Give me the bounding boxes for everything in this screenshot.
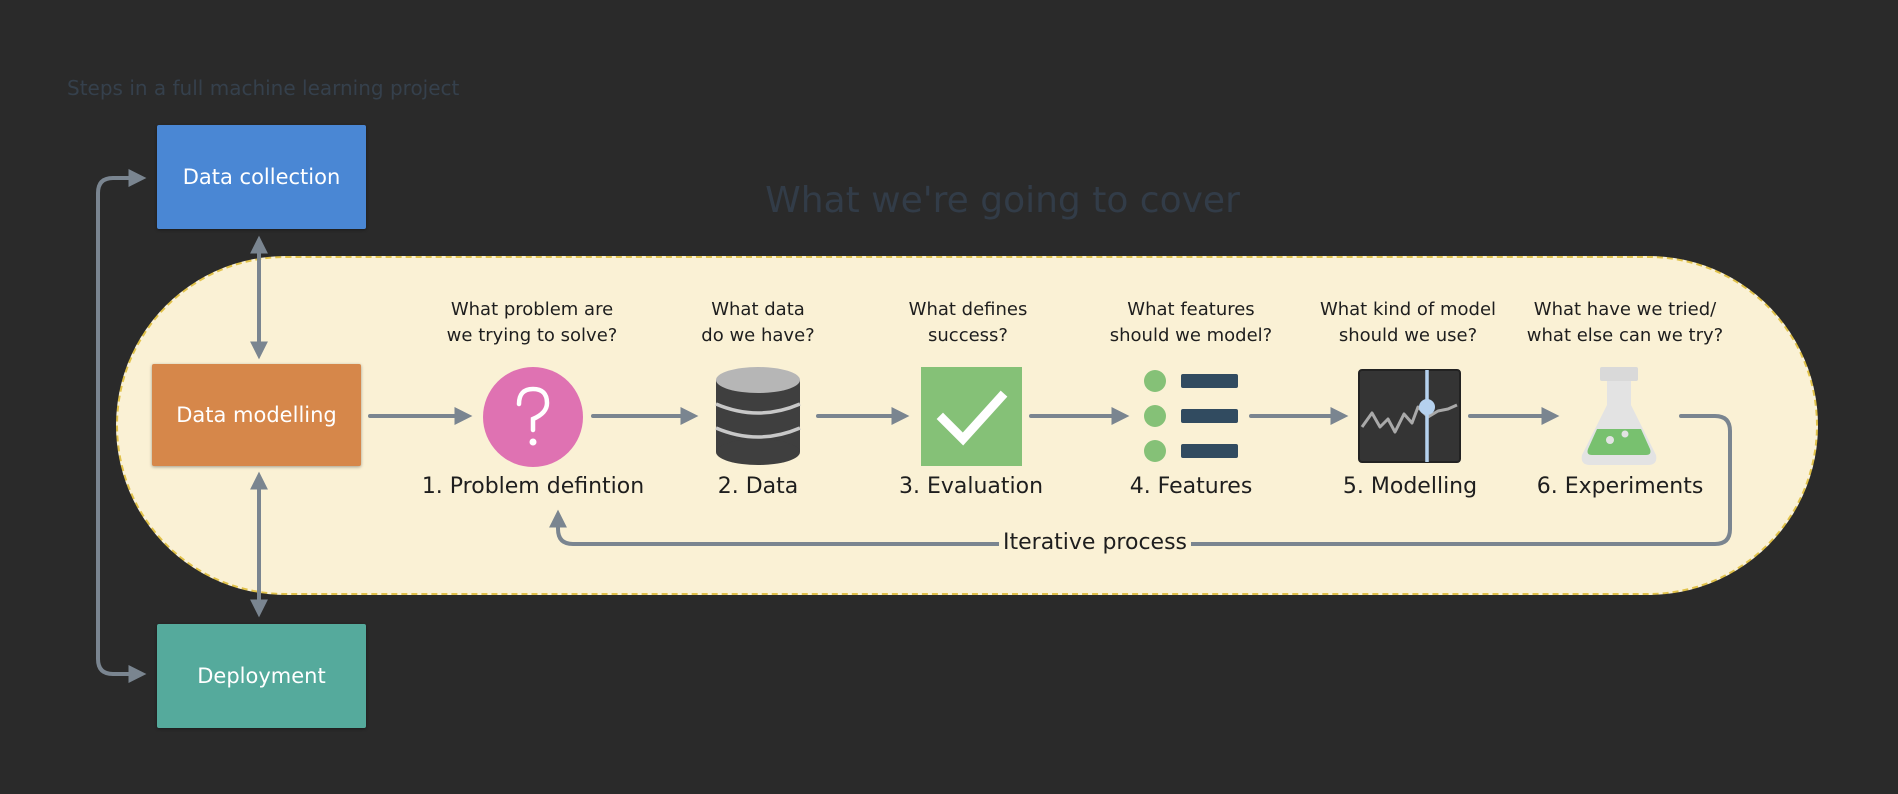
step5-label: 5. Modelling [1342, 474, 1478, 499]
deployment-box: Deployment [157, 624, 366, 728]
checkmark-icon [921, 367, 1022, 466]
step3-question: What defines success? [908, 299, 1028, 346]
step4-label: 4. Features [1129, 474, 1253, 499]
database-icon [715, 367, 801, 465]
data-collection-box: Data collection [157, 125, 366, 229]
step4-question: What features should we model? [1109, 299, 1273, 346]
step1-question: What problem are we trying to solve? [446, 299, 618, 346]
step2-question: What data do we have? [701, 299, 815, 346]
iterative-process-label: Iterative process [999, 530, 1192, 555]
outer-loop-arrow [96, 176, 147, 683]
list-icon [1144, 370, 1238, 462]
step6-label: 6. Experiments [1536, 474, 1704, 499]
flask-icon [1581, 367, 1657, 465]
step1-label: 1. Problem defintion [421, 474, 645, 499]
diagram-heading: What we're going to cover [765, 180, 1240, 221]
model-chart-icon [1358, 369, 1461, 463]
diagram-caption: Steps in a full machine learning project [67, 76, 460, 100]
step3-label: 3. Evaluation [898, 474, 1044, 499]
question-mark-icon [483, 367, 583, 467]
step2-label: 2. Data [717, 474, 799, 499]
data-modelling-box: Data modelling [152, 364, 361, 466]
step5-question: What kind of model should we use? [1319, 299, 1497, 346]
iterative-loop-arrow [549, 414, 1732, 546]
step6-question: What have we tried/ what else can we try… [1526, 299, 1724, 346]
